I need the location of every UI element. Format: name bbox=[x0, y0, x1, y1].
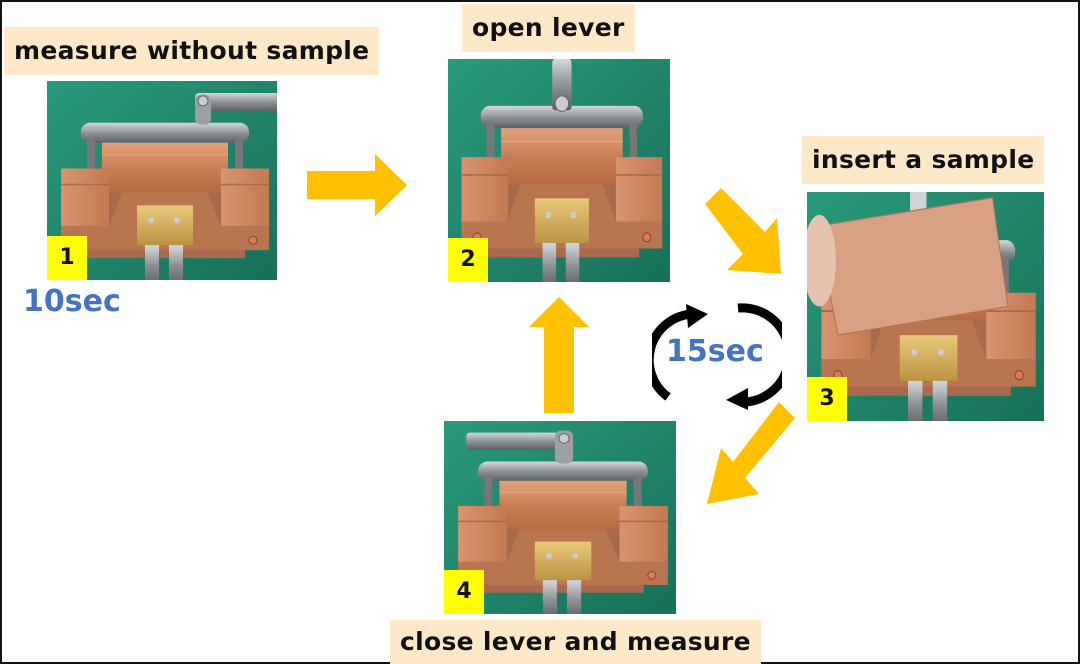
arrow-down-left-icon bbox=[707, 402, 795, 504]
step-4-badge: 4 bbox=[444, 570, 484, 614]
step-3-label: insert a sample bbox=[802, 136, 1045, 184]
fixture-lever-open-icon bbox=[448, 59, 670, 282]
step-3-photo: 3 bbox=[807, 192, 1044, 421]
step-1-badge: 1 bbox=[47, 236, 87, 280]
step-3-badge: 3 bbox=[807, 377, 847, 421]
fixture-lever-closed-icon bbox=[47, 81, 277, 280]
fixture-sample-insert-icon bbox=[807, 192, 1044, 421]
step-2-badge: 2 bbox=[448, 238, 488, 282]
arrow-down-right-icon bbox=[705, 188, 781, 274]
cycle-duration: 15sec bbox=[666, 334, 764, 369]
step-4-photo: 4 bbox=[444, 421, 676, 614]
initial-duration: 10sec bbox=[23, 284, 121, 319]
arrow-right-icon bbox=[307, 154, 407, 216]
step-4-label: close lever and measure bbox=[390, 620, 761, 664]
step-1-photo: 1 bbox=[47, 81, 277, 280]
fixture-lever-closed-icon bbox=[444, 421, 676, 614]
arrow-up-icon bbox=[529, 297, 589, 413]
step-2-photo: 2 bbox=[448, 59, 670, 282]
step-1-label: measure without sample bbox=[4, 27, 380, 75]
cycle-arrows-icon bbox=[652, 303, 782, 410]
step-2-label: open lever bbox=[462, 4, 635, 52]
